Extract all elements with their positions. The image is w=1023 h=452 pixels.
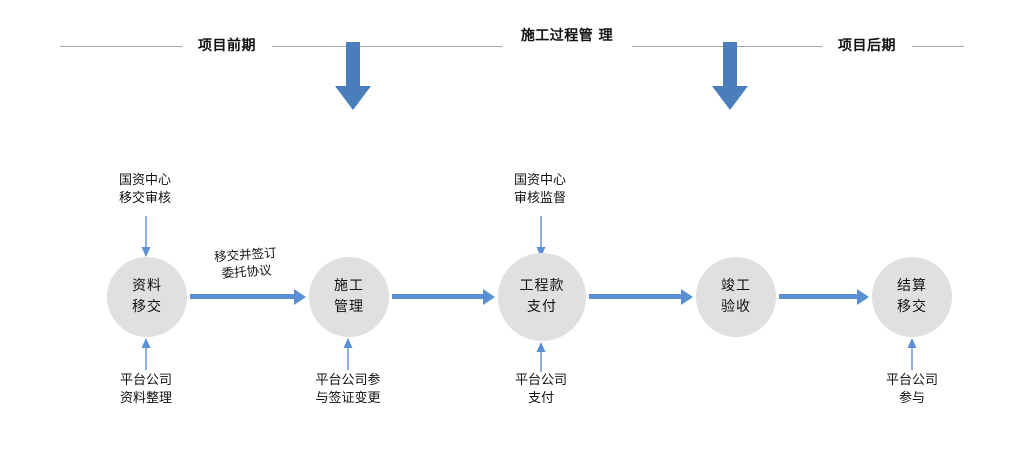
annotation-bottom-3: 平台公司 支付 xyxy=(514,373,567,406)
thin-arrow-top-1 xyxy=(138,216,154,262)
node-5-label: 结算 移交 xyxy=(897,278,927,315)
annotation-top-2: 国资中心 审核监督 xyxy=(513,173,566,206)
flow-arrow-2 xyxy=(392,294,484,299)
arrow-down-thin-icon xyxy=(141,216,151,257)
flow-arrow-3 xyxy=(589,294,682,299)
phase-rule-left-right xyxy=(272,46,502,47)
annotation-bottom-4: 平台公司 参与 xyxy=(885,373,938,406)
arrow-down-thin-icon xyxy=(536,216,546,257)
node-2[interactable]: 施工 管理 xyxy=(309,257,389,337)
annotation-bottom-2: 平台公司参 与签证变更 xyxy=(315,373,381,406)
phase-rule-right xyxy=(912,46,964,47)
edge-label-1: 移交并签订 委托协议 xyxy=(213,244,278,281)
thin-arrow-bottom-2 xyxy=(340,338,356,374)
annotation-bottom-1: 平台公司 资料整理 xyxy=(119,373,172,406)
node-3-label: 工程款 支付 xyxy=(519,278,565,315)
phase-down-arrow-2 xyxy=(710,42,750,116)
thin-arrow-bottom-3 xyxy=(533,342,549,376)
node-1[interactable]: 资料 移交 xyxy=(107,257,187,337)
phase-label-3: 项目后期 xyxy=(838,38,896,54)
node-2-label: 施工 管理 xyxy=(334,278,364,315)
thin-arrow-bottom-4 xyxy=(904,338,920,374)
phase-down-arrow-1 xyxy=(333,42,373,116)
phase-rule-left xyxy=(60,46,182,47)
node-5[interactable]: 结算 移交 xyxy=(872,257,952,337)
arrow-up-thin-icon xyxy=(907,338,917,370)
phase-label-2: 施工过程管 理 xyxy=(520,28,614,44)
flow-arrow-1 xyxy=(190,294,295,299)
thin-arrow-bottom-1 xyxy=(138,338,154,374)
phase-label-1: 项目前期 xyxy=(198,38,256,54)
node-1-label: 资料 移交 xyxy=(132,278,162,315)
arrow-up-thin-icon xyxy=(536,342,546,372)
thin-arrow-top-2 xyxy=(533,216,549,262)
node-4[interactable]: 竣工 验收 xyxy=(696,257,776,337)
arrow-up-thin-icon xyxy=(343,338,353,370)
annotation-top-1: 国资中心 移交审核 xyxy=(118,173,171,206)
node-3[interactable]: 工程款 支付 xyxy=(498,253,586,341)
down-arrow-icon xyxy=(712,42,748,110)
down-arrow-icon xyxy=(335,42,371,110)
flow-arrow-4 xyxy=(779,294,858,299)
node-4-label: 竣工 验收 xyxy=(721,278,751,315)
arrow-up-thin-icon xyxy=(141,338,151,370)
